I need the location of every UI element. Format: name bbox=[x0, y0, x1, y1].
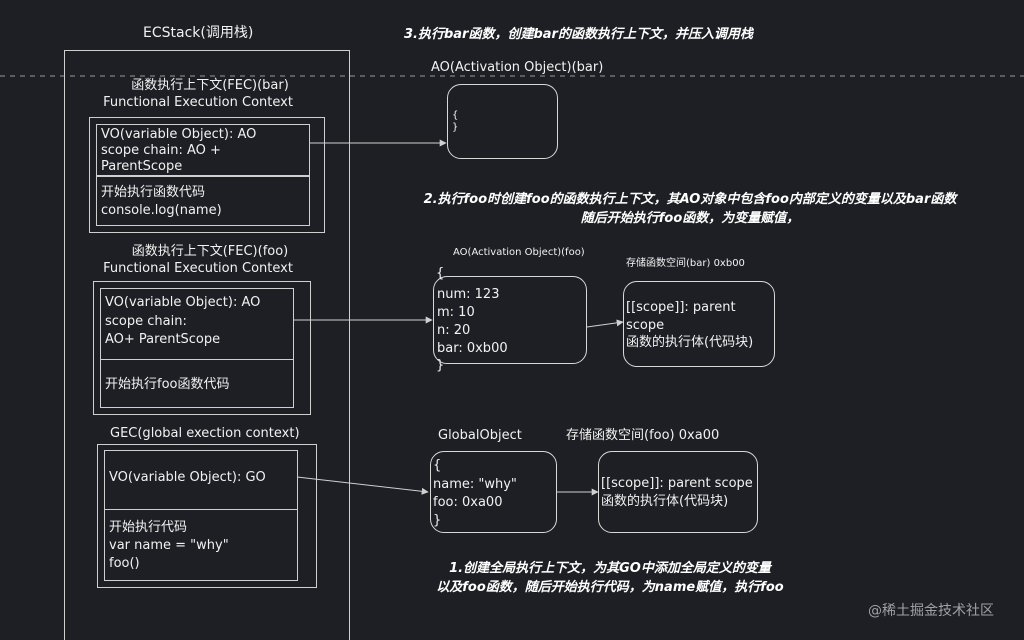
global-object-line-name: name: "why" bbox=[433, 477, 517, 492]
fec-bar-code-box: 开始执行函数代码 console.log(name) bbox=[96, 176, 310, 226]
note-step2-line1: 2.执行foo时创建foo的函数执行上下文，其AO对象中包含foo内部定义的变量… bbox=[423, 192, 957, 207]
fec-foo-vo-line1: VO(variable Object): AO bbox=[105, 295, 261, 310]
fec-foo-title: 函数执行上下文(FEC)(foo) bbox=[131, 244, 289, 259]
foo-space-title: 存储函数空间(foo) 0xa00 bbox=[566, 428, 720, 443]
gec-vo-box: VO(variable Object): GO bbox=[104, 450, 298, 510]
foo-space-line1: [[scope]]: parent scope bbox=[601, 476, 753, 491]
gec-code-line1: 开始执行代码 bbox=[109, 520, 188, 535]
global-object-line-foo: foo: 0xa00 bbox=[433, 495, 503, 510]
ao-foo-close-brace: } bbox=[436, 358, 445, 373]
fec-foo-subtitle: Functional Execution Context bbox=[103, 261, 293, 276]
global-object-box: { name: "why" foo: 0xa00 } bbox=[430, 451, 557, 533]
ao-foo-title: AO(Activation Object)(foo) bbox=[453, 247, 585, 258]
ao-foo-line-num: num: 123 bbox=[437, 287, 500, 302]
global-object-open-brace: { bbox=[433, 458, 442, 473]
foo-space-box: [[scope]]: parent scope 函数的执行体(代码块) bbox=[598, 451, 758, 533]
global-object-title: GlobalObject bbox=[438, 428, 522, 443]
fec-bar-outer-frame bbox=[89, 117, 325, 233]
ecstack-container bbox=[64, 50, 350, 640]
fec-bar-vo-box: VO(variable Object): AO scope chain: AO … bbox=[96, 124, 310, 176]
gec-code-line3: foo() bbox=[109, 556, 140, 571]
fec-foo-code-line1: 开始执行foo函数代码 bbox=[105, 377, 230, 392]
fec-bar-code-line2: console.log(name) bbox=[101, 203, 222, 218]
bar-space-line1: [[scope]]: parent bbox=[626, 300, 736, 315]
gec-code-line2: var name = "why" bbox=[109, 538, 229, 553]
ao-foo-line-bar: bar: 0xb00 bbox=[437, 341, 508, 356]
gec-title: GEC(global exection context) bbox=[110, 426, 300, 441]
fec-bar-subtitle: Functional Execution Context bbox=[103, 95, 293, 110]
gec-outer-frame bbox=[97, 444, 317, 588]
note-step1-line1: 1.创建全局执行上下文，为其GO中添加全局定义的变量 bbox=[449, 561, 771, 576]
ecstack-title: ECStack(调用栈) bbox=[143, 25, 254, 41]
ao-bar-box: { } bbox=[447, 84, 558, 159]
ao-foo-open-brace: { bbox=[436, 266, 445, 281]
ao-foo-line-m: m: 10 bbox=[437, 305, 475, 320]
arrow-gec-vo-to-go bbox=[296, 476, 429, 495]
gec-vo-line: VO(variable Object): GO bbox=[109, 470, 266, 485]
fec-foo-vo-line2: scope chain: bbox=[105, 314, 187, 329]
global-object-close-brace: } bbox=[433, 513, 442, 528]
fec-bar-code-line1: 开始执行函数代码 bbox=[101, 185, 206, 200]
bar-space-line3: 函数的执行体(代码块) bbox=[626, 335, 754, 350]
watermark: @稀土掘金技术社区 bbox=[868, 603, 994, 619]
ao-bar-open-brace: { bbox=[452, 110, 459, 121]
note-step2-line2: 随后开始执行foo函数，为变量赋值， bbox=[580, 211, 800, 226]
ao-bar-close-brace: } bbox=[452, 122, 459, 133]
gec-code-box: 开始执行代码 var name = "why" foo() bbox=[104, 509, 298, 581]
bar-space-title: 存储函数空间(bar) 0xb00 bbox=[626, 258, 745, 269]
fec-bar-title: 函数执行上下文(FEC)(bar) bbox=[131, 78, 289, 93]
arrow-ao-foo-to-bar-space bbox=[586, 319, 624, 328]
note-step1-line2: 以及foo函数，随后开始执行代码，为name赋值，执行foo bbox=[436, 580, 784, 595]
fec-foo-code-box: 开始执行foo函数代码 bbox=[100, 359, 294, 408]
foo-space-line2: 函数的执行体(代码块) bbox=[601, 494, 729, 509]
fec-bar-vo-line2: scope chain: AO + bbox=[101, 143, 221, 158]
bar-space-line2: scope bbox=[626, 318, 665, 333]
ao-foo-box bbox=[433, 276, 587, 364]
fec-bar-vo-line1: VO(variable Object): AO bbox=[101, 127, 257, 142]
ao-foo-line-n: n: 20 bbox=[437, 323, 471, 338]
fec-foo-outer-frame bbox=[93, 281, 311, 415]
fec-foo-vo-box: VO(variable Object): AO scope chain: AO+… bbox=[100, 288, 294, 360]
bar-space-box: [[scope]]: parent scope 函数的执行体(代码块) bbox=[623, 281, 775, 367]
note-step3: 3.执行bar函数，创建bar的函数执行上下文，并压入调用栈 bbox=[404, 27, 753, 42]
fec-foo-vo-line3: AO+ ParentScope bbox=[105, 332, 221, 347]
fec-bar-vo-line3: ParentScope bbox=[101, 159, 183, 174]
ao-bar-title: AO(Activation Object)(bar) bbox=[431, 60, 604, 75]
